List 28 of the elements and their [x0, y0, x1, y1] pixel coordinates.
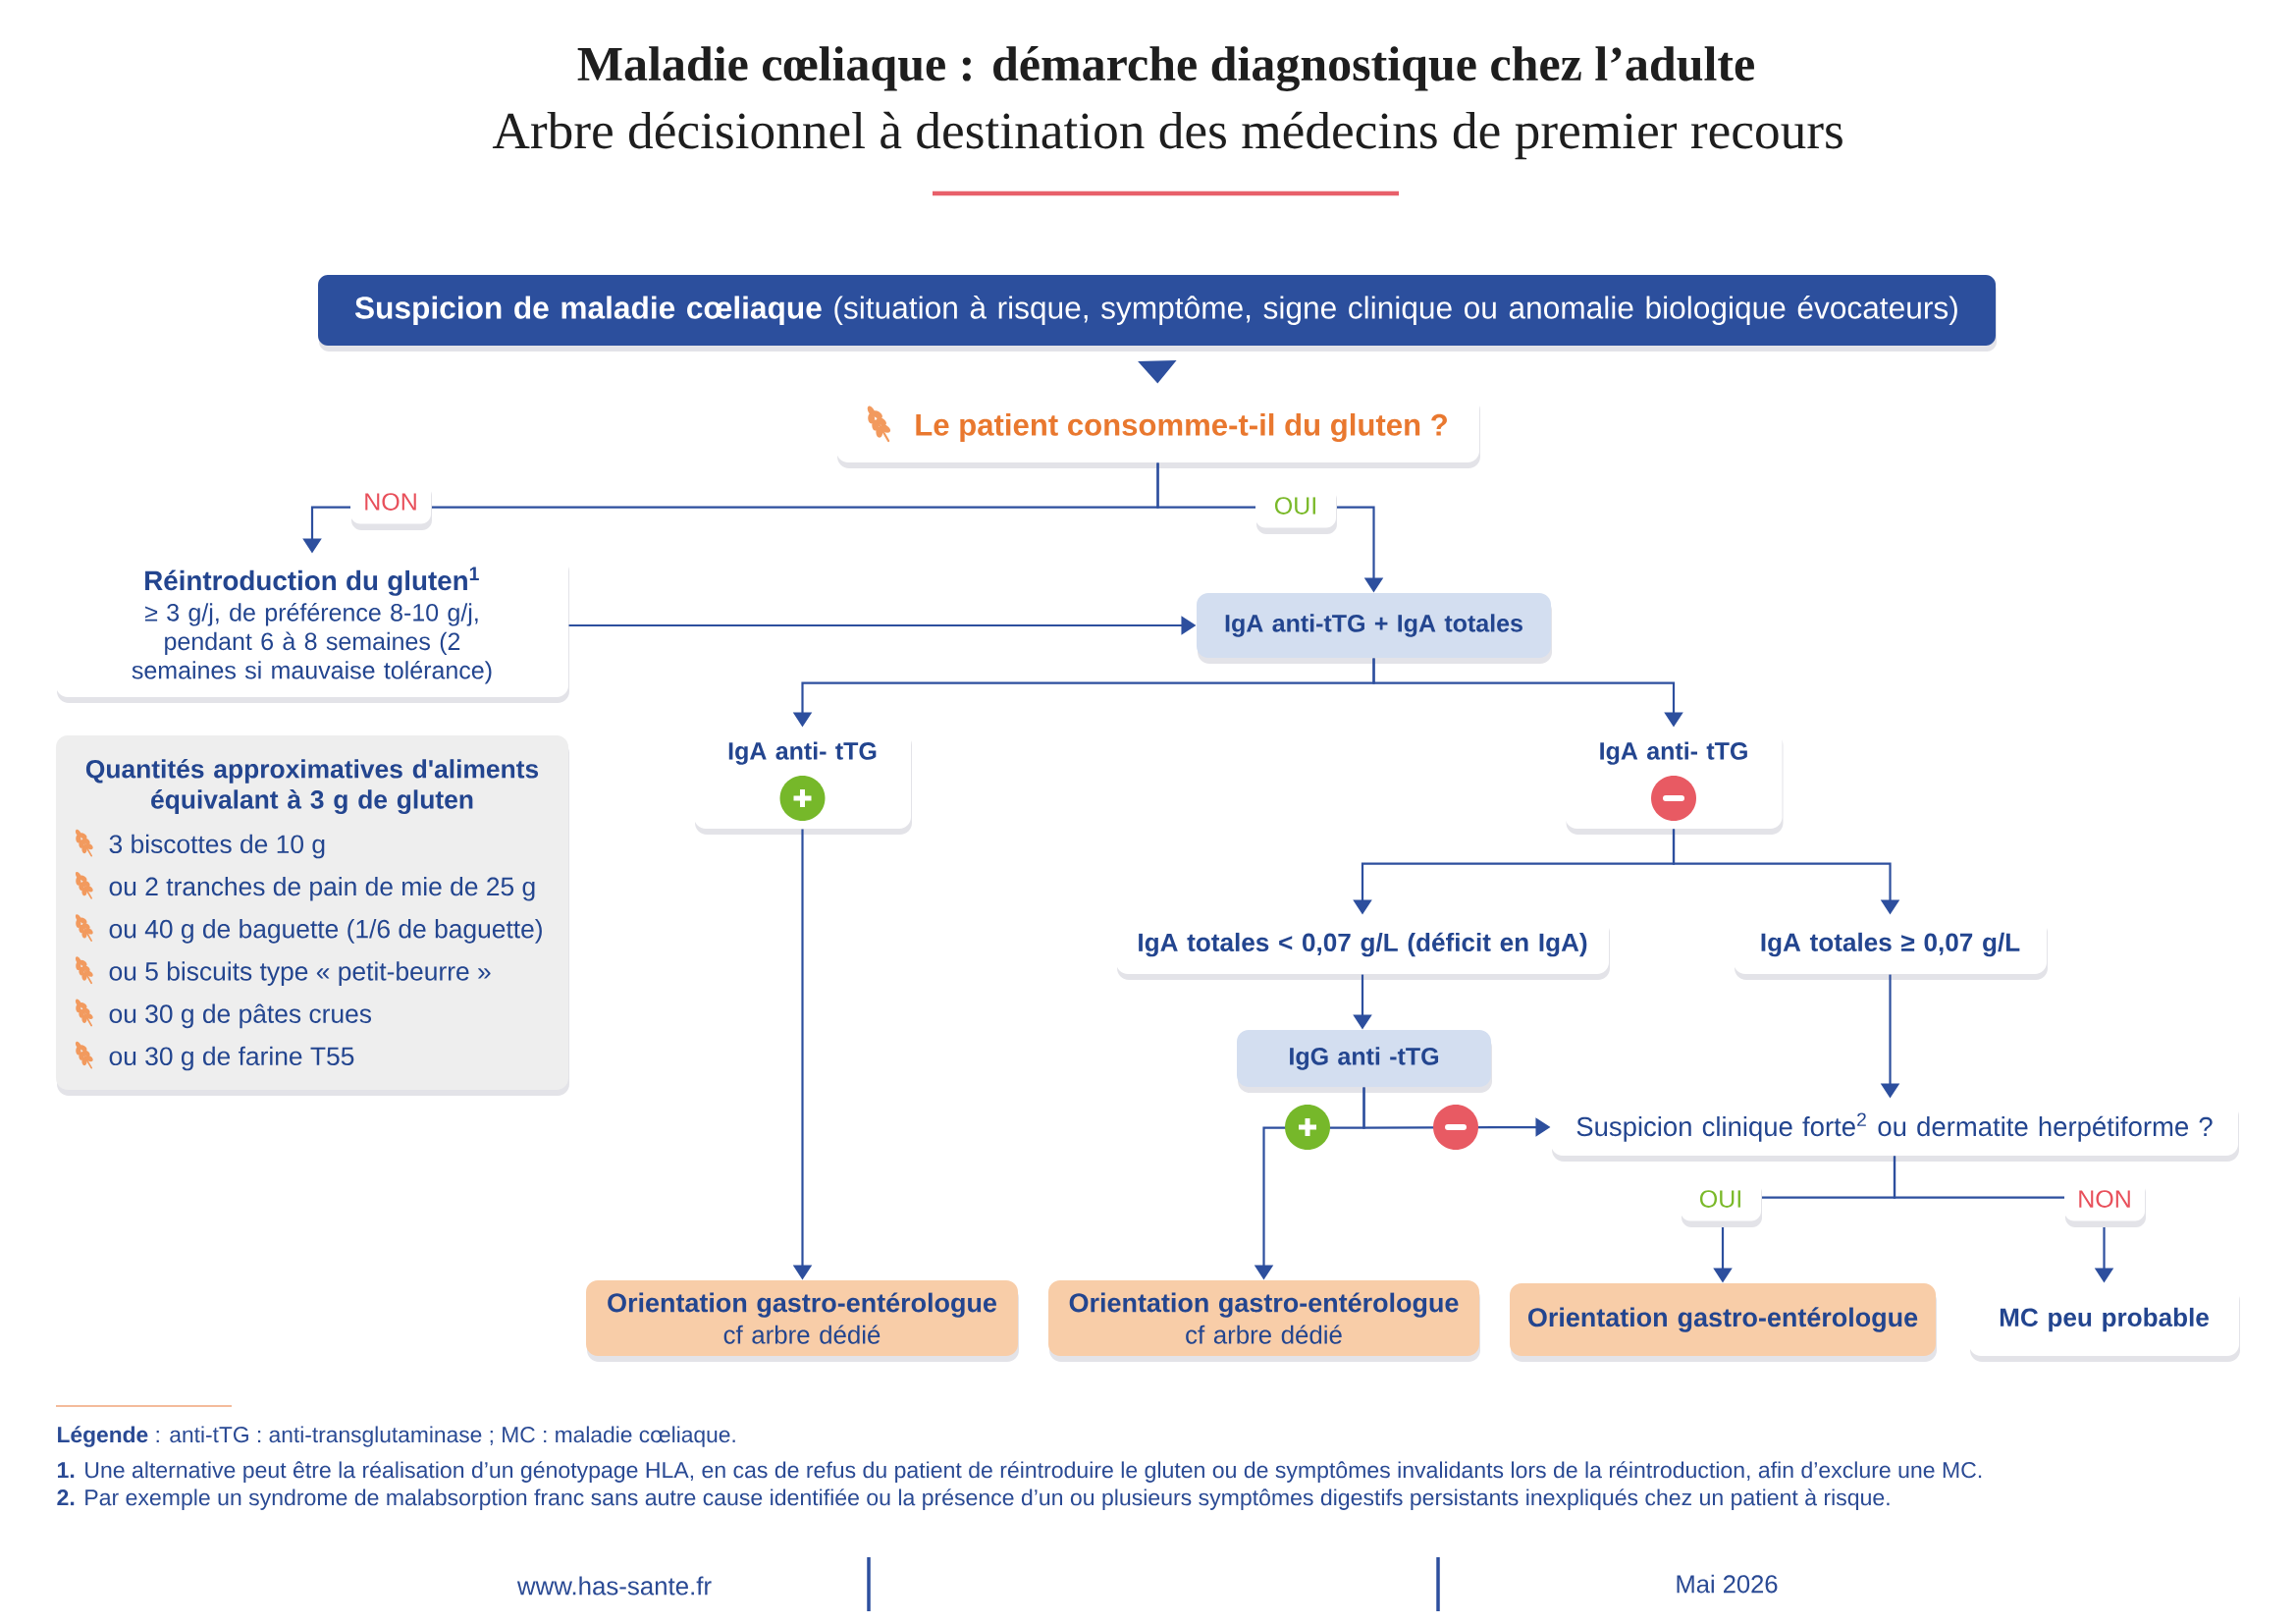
- title: Maladie cœliaque : démarche diagnostique chez l’adulte: [577, 46, 1754, 91]
- node-label: MC peu probable: [2000, 1307, 2209, 1332]
- result-box: IgA totales < 0,07 g/L (déficit en IgA): [1116, 915, 1610, 980]
- banner-box: Suspicion de maladie cœliaque (situation à risque, symptôme, signe clinique ou anomalie biologique évocateurs): [318, 275, 1997, 352]
- question-box: Le patient consomme-t-il du gluten ?: [836, 393, 1480, 468]
- result-box: IgA totales ≥ 0,07 g/L: [1734, 915, 2048, 980]
- edge-label: OUI: [1255, 483, 1337, 534]
- date-text: Mai 2026: [1677, 1574, 1778, 1594]
- question-box: Suspicion clinique forte$^{2}$ ou dermatite herpétiforme ?: [1551, 1099, 2239, 1162]
- abbreviation-note: Légende : anti-tTG : anti-transglutaminase ; MC : maladie cœliaque.: [58, 1426, 735, 1447]
- test-box: IgA anti-tTG + IgA totales: [1197, 593, 1552, 664]
- subtitle: Arbre décisionnel à destination des médecins de premier recours: [492, 111, 1842, 160]
- edge-label: OUI: [1681, 1176, 1762, 1227]
- result-box: IgA anti- tTG: [1565, 728, 1784, 835]
- outcome-box: MC peu probable: [1969, 1283, 2240, 1362]
- outcome-box: Orientation gastro-entérologue cf arbre dédié: [586, 1280, 1019, 1362]
- footnote: 2. Par exemple un syndrome de malabsorption franc sans autre cause identifiée ou la présence d’un ou plusieurs symptômes digestifs persistants inexpliqués chez un patient à risque.: [57, 1489, 1890, 1510]
- test-box: IgG anti -tTG: [1237, 1030, 1492, 1093]
- outcome-box: Orientation gastro-entérologue: [1510, 1283, 1937, 1362]
- edge-label: NON: [2064, 1176, 2146, 1227]
- process-box: Réintroduction du gluten$^{1}$ ≥ 3 g/j, de préférence 8-10 g/j, pendant 6 à 8 semaines (2 semaines si mauvaise tolérance): [56, 554, 569, 703]
- node-label: IgA totales < 0,07 g/L (déficit en IgA): [1139, 932, 1587, 957]
- outcome-box: Orientation gastro-entérologue cf arbre dédié: [1048, 1280, 1480, 1362]
- node-label: IgA totales ≥ 0,07 g/L: [1761, 932, 2020, 957]
- web-address: www.has-sante.fr: [516, 1576, 712, 1596]
- footnote: 1. Une alternative peut être la réalisation d’un génotypage HLA, en cas de refus du patient de réintroduire le gluten ou de symptômes invalidants lors de la réintroduction, afin d’exclure une MC.: [58, 1461, 1982, 1483]
- edge-label: NON: [350, 479, 432, 530]
- result-box: IgA anti- tTG: [694, 728, 912, 835]
